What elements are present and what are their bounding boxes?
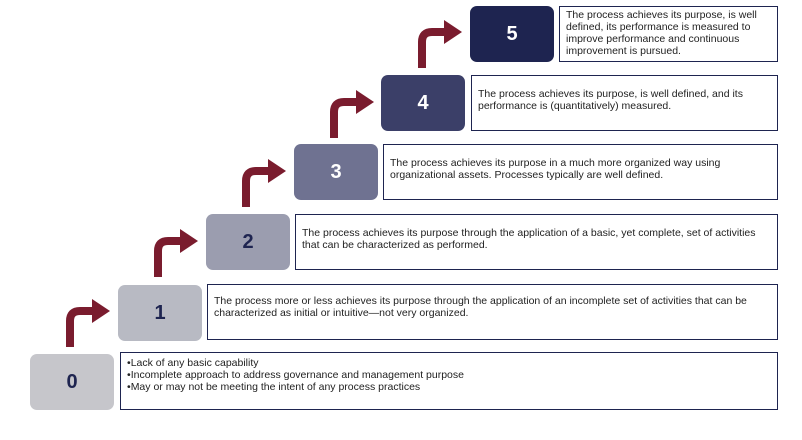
- step-arrow-icon: [66, 299, 110, 347]
- level-5-description: The process achieves its purpose, is wel…: [559, 6, 778, 62]
- level-2-number: 2: [242, 230, 254, 253]
- level-3-text: The process achieves its purpose in a mu…: [390, 157, 721, 181]
- level-2-description: The process achieves its purpose through…: [295, 214, 778, 270]
- level-4-text: The process achieves its purpose, is wel…: [478, 88, 743, 112]
- level-2-text: The process achieves its purpose through…: [302, 227, 756, 251]
- level-1-number: 1: [154, 301, 166, 324]
- level-4-description: The process achieves its purpose, is wel…: [471, 75, 778, 131]
- level-4-box: 4: [381, 75, 465, 131]
- level-0-description: Lack of any basic capability Incomplete …: [120, 352, 778, 410]
- step-arrow-icon: [330, 90, 374, 138]
- step-arrow-icon: [418, 20, 462, 68]
- level-0-box: 0: [30, 354, 114, 410]
- level-0-bullet: May or may not be meeting the intent of …: [127, 381, 771, 393]
- level-0-number: 0: [66, 370, 78, 393]
- level-3-box: 3: [294, 144, 378, 200]
- level-5-number: 5: [506, 22, 518, 45]
- level-3-description: The process achieves its purpose in a mu…: [383, 144, 778, 200]
- step-arrow-icon: [154, 229, 198, 277]
- level-1-text: The process more or less achieves its pu…: [214, 295, 747, 319]
- level-1-box: 1: [118, 285, 202, 341]
- level-4-number: 4: [417, 91, 429, 114]
- level-2-box: 2: [206, 214, 290, 270]
- level-3-number: 3: [330, 160, 342, 183]
- level-0-bullet: Lack of any basic capability: [127, 357, 771, 369]
- step-arrow-icon: [242, 159, 286, 207]
- level-1-description: The process more or less achieves its pu…: [207, 284, 778, 340]
- level-5-box: 5: [470, 6, 554, 62]
- level-5-text: The process achieves its purpose, is wel…: [566, 9, 757, 57]
- level-0-bullet: Incomplete approach to address governanc…: [127, 369, 771, 381]
